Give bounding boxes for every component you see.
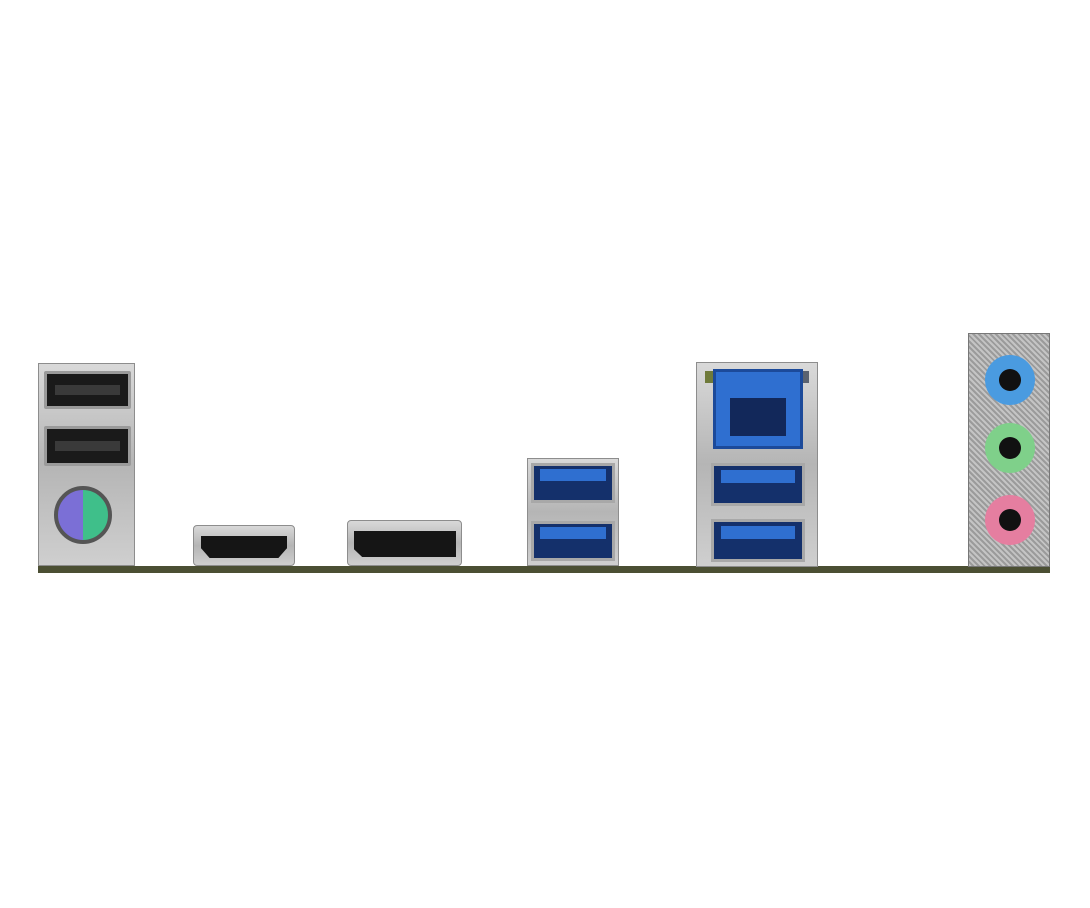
usb3-stack	[527, 458, 619, 566]
audio-jack-line-out[interactable]	[985, 423, 1035, 473]
lan-usb-block	[696, 362, 818, 567]
audio-jack-mic[interactable]	[985, 495, 1035, 545]
audio-block	[968, 333, 1050, 567]
dp-socket	[354, 531, 456, 557]
ps2-port[interactable]	[54, 486, 112, 544]
usb3-port[interactable]	[711, 519, 805, 562]
usb2-port[interactable]	[44, 371, 131, 409]
audio-jack-line-in[interactable]	[985, 355, 1035, 405]
usb3-port[interactable]	[531, 463, 615, 503]
usb3-port[interactable]	[711, 463, 805, 506]
displayport[interactable]	[347, 520, 462, 566]
usb2-ps2-block	[38, 363, 135, 566]
rj45-socket	[730, 398, 786, 436]
usb2-port[interactable]	[44, 426, 131, 466]
pcb-edge	[38, 566, 1050, 573]
rj45-lan-port[interactable]	[713, 369, 803, 449]
hdmi-socket	[201, 536, 287, 558]
hdmi-port[interactable]	[193, 525, 295, 566]
usb3-port[interactable]	[531, 521, 615, 561]
